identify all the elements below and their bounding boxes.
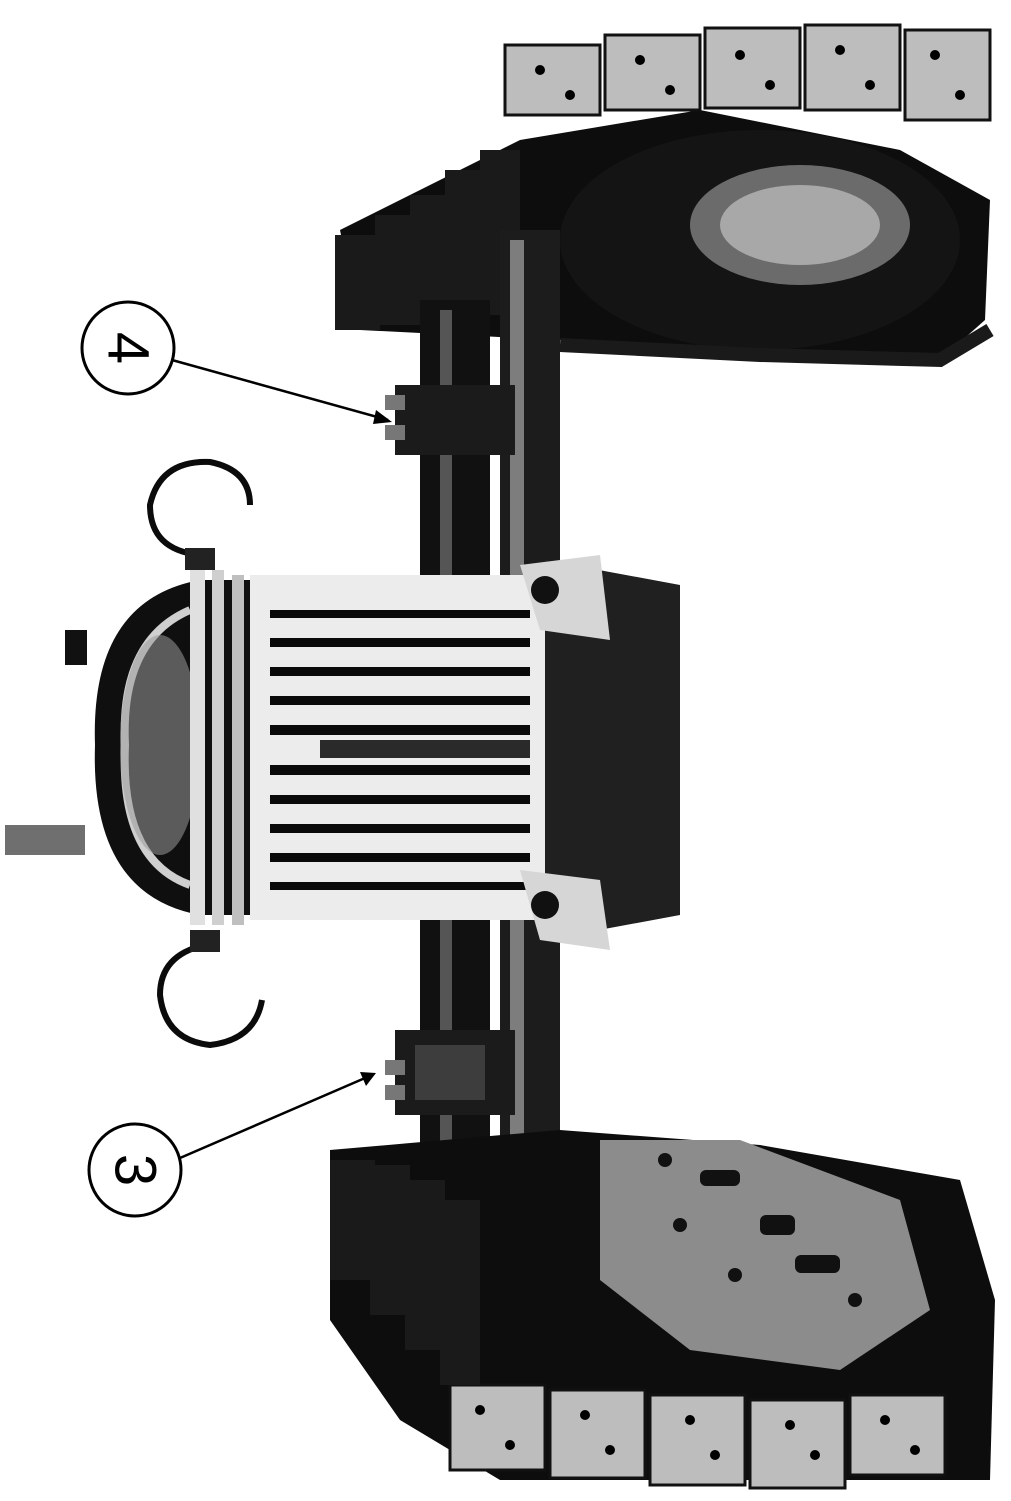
flange-band-3 [232,575,244,925]
lifting-ring-bottom [156,930,265,1049]
callout-4-arrowhead [373,410,392,424]
bottom-side-plate [600,1140,930,1370]
top-track-bolts [535,45,965,100]
callout-4-label: 4 [96,332,161,364]
bottom-track-plates [448,1383,947,1490]
side-plate-holes [658,1153,862,1307]
crankcase-mount-lower [520,870,610,950]
engine-cooling-fins [270,610,530,890]
callout-3-label: 3 [103,1154,168,1186]
top-track-lower-edge [559,323,994,368]
top-wheel-hub-center [720,185,880,265]
callout-4: 4 [80,300,176,396]
flange-band-2 [212,570,224,925]
bottom-track-links [330,1160,480,1385]
callout-3-arrowhead [360,1072,376,1086]
bracket-4 [385,385,515,455]
callout-3: 3 [87,1122,183,1218]
bottom-track-assembly [330,1130,995,1490]
bottom-track-bolts [475,1405,920,1460]
cover-boss [65,630,87,665]
mount-bolt-lower [531,891,559,919]
engine-crankcase [545,560,680,940]
top-track-links [335,150,520,330]
engine-center-seam [320,740,530,758]
top-track-plates [503,23,992,122]
mount-bolt-upper [531,576,559,604]
dome-reflection [120,635,200,855]
flange-band-1 [190,570,205,925]
lifting-ring-top [146,458,253,570]
engine-block [94,555,680,950]
callout-4-leader [171,358,389,422]
drive-shaft [5,825,85,855]
callout-3-leader [179,1073,373,1160]
bracket-3 [385,1030,515,1115]
